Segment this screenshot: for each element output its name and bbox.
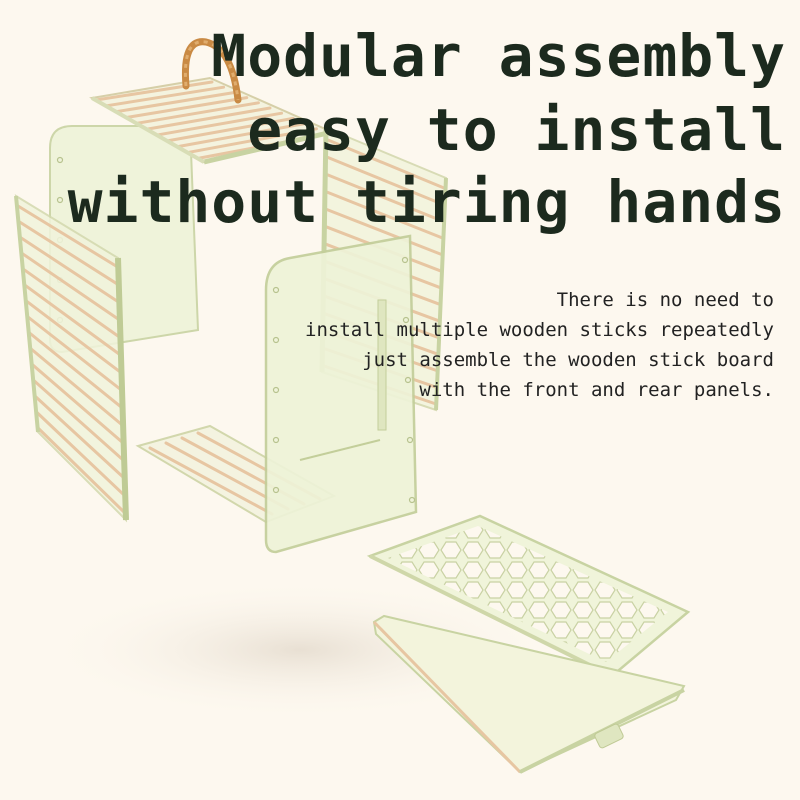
drawer-tray-icon (372, 614, 686, 774)
front-panel-icon (264, 234, 418, 554)
cage-handle-icon (181, 38, 242, 104)
headline-line-1: Modular assembly (211, 22, 786, 90)
hex-mesh-tray-icon (366, 514, 691, 678)
side-stick-board-icon (14, 194, 129, 523)
description-line-3: just assemble the wooden stick board (362, 349, 774, 371)
headline-line-3: without tiring hands (67, 168, 786, 236)
headline-line-2: easy to install (247, 96, 786, 164)
description-line-1: There is no need to (556, 289, 774, 311)
description-line-4: with the front and rear panels. (419, 379, 774, 401)
description-line-2: install multiple wooden sticks repeatedl… (305, 319, 774, 341)
